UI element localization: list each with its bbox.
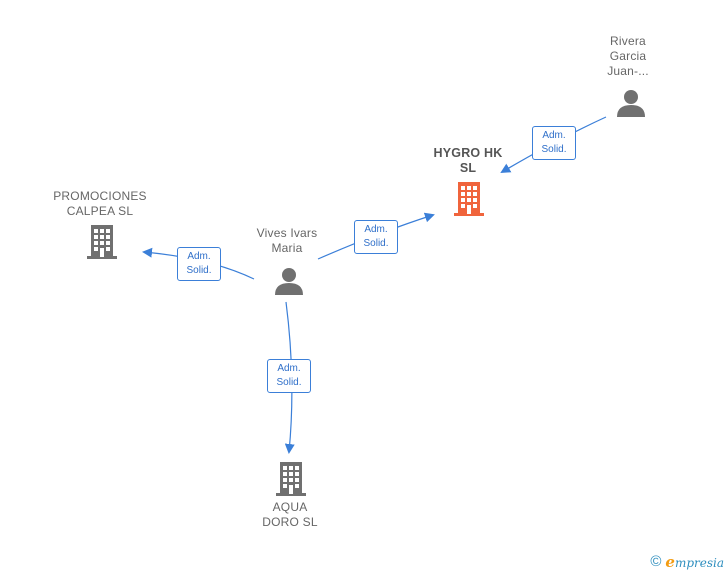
node-label-hygro[interactable]: HYGRO HK SL — [418, 146, 518, 176]
edge-label-line: Solid. — [186, 265, 212, 276]
node-label-line: SL — [459, 161, 477, 175]
node-label-promociones[interactable]: PROMOCIONES CALPEA SL — [40, 189, 160, 219]
copyright-symbol: © — [650, 553, 662, 570]
edge-label-line: Adm. — [542, 130, 566, 141]
node-label-line: Maria — [271, 241, 303, 255]
node-label-vives[interactable]: Vives Ivars Maria — [237, 226, 337, 256]
person-icon[interactable] — [273, 266, 305, 296]
edge-label-line: Solid. — [363, 238, 389, 249]
node-label-line: CALPEA SL — [66, 204, 134, 218]
edge-label-line: Adm. — [187, 251, 211, 262]
brand-rest: mpresia — [674, 556, 724, 570]
building-icon[interactable] — [275, 460, 307, 496]
node-label-line: PROMOCIONES — [53, 189, 147, 203]
node-label-line: HYGRO HK — [433, 146, 503, 160]
edge-label-rivera-hygro[interactable]: Adm. Solid. — [532, 126, 576, 160]
node-label-line: DORO SL — [262, 515, 318, 529]
edge-label-line: Solid. — [541, 144, 567, 155]
node-label-line: Rivera — [610, 34, 646, 48]
empresia-logo[interactable]: empresia — [665, 553, 724, 571]
person-icon[interactable] — [615, 88, 647, 118]
edge-label-line: Adm. — [364, 224, 388, 235]
brand-initial: e — [665, 553, 675, 571]
edge-label-line: Adm. — [277, 363, 301, 374]
node-label-rivera[interactable]: Rivera Garcia Juan-... — [578, 34, 678, 79]
node-label-line: AQUA — [272, 500, 308, 514]
edge-label-vives-hygro[interactable]: Adm. Solid. — [354, 220, 398, 254]
node-label-line: Vives Ivars — [256, 226, 318, 240]
node-label-line: Juan-... — [607, 64, 649, 78]
building-icon[interactable] — [86, 223, 118, 259]
edge-label-line: Solid. — [276, 377, 302, 388]
building-icon[interactable] — [453, 180, 485, 216]
edge-label-vives-promociones[interactable]: Adm. Solid. — [177, 247, 221, 281]
footer-brand: © empresia — [650, 553, 724, 571]
node-label-line: Garcia — [609, 49, 647, 63]
edge-label-vives-aqua[interactable]: Adm. Solid. — [267, 359, 311, 393]
node-label-aqua[interactable]: AQUA DORO SL — [240, 500, 340, 530]
